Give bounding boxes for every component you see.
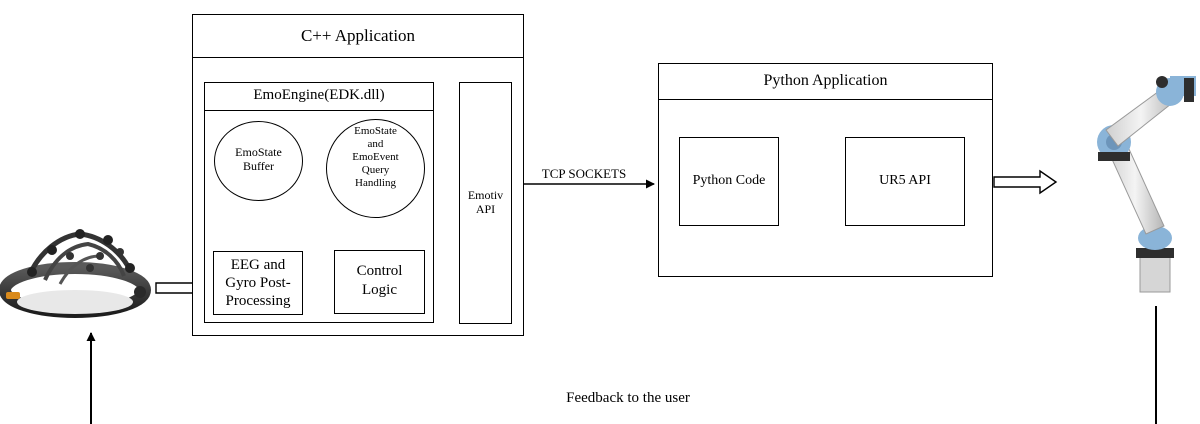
query-handling-label: EmoState and EmoEvent Query Handling: [352, 125, 399, 189]
tcp-sockets-label: TCP SOCKETS: [541, 166, 627, 181]
robot-arm-icon: [1097, 76, 1196, 293]
python-application-header: [658, 63, 993, 100]
cpp-application-title: C++ Application: [300, 26, 416, 45]
control-logic-label: Control Logic: [356, 263, 403, 298]
control-logic-box: [334, 250, 425, 314]
eeg-processing-label: EEG and Gyro Post- Processing: [225, 257, 291, 309]
emoengine-title: EmoEngine(EDK.dll): [253, 87, 385, 103]
python-application-title: Python Application: [763, 72, 888, 89]
eeg-processing-box: [213, 251, 303, 315]
emostate-buffer-node: [214, 121, 303, 201]
emotiv-api-box: [459, 82, 512, 324]
eeg-headset-icon: [0, 229, 151, 318]
python-code-box: [679, 137, 779, 226]
feedback-label: Feedback to the user: [566, 390, 690, 406]
ur5-api-box: [845, 137, 965, 226]
query-handling-node: [326, 119, 425, 218]
python-code-label: Python Code: [692, 173, 766, 188]
ur5-api-label: UR5 API: [879, 173, 931, 188]
emotiv-api-label: Emotiv API: [467, 188, 504, 216]
emostate-buffer-label: EmoState Buffer: [235, 145, 282, 173]
python-to-robot-arrow: [993, 169, 1058, 195]
cpp-application-header: [192, 14, 524, 58]
emoengine-header: [204, 82, 434, 111]
